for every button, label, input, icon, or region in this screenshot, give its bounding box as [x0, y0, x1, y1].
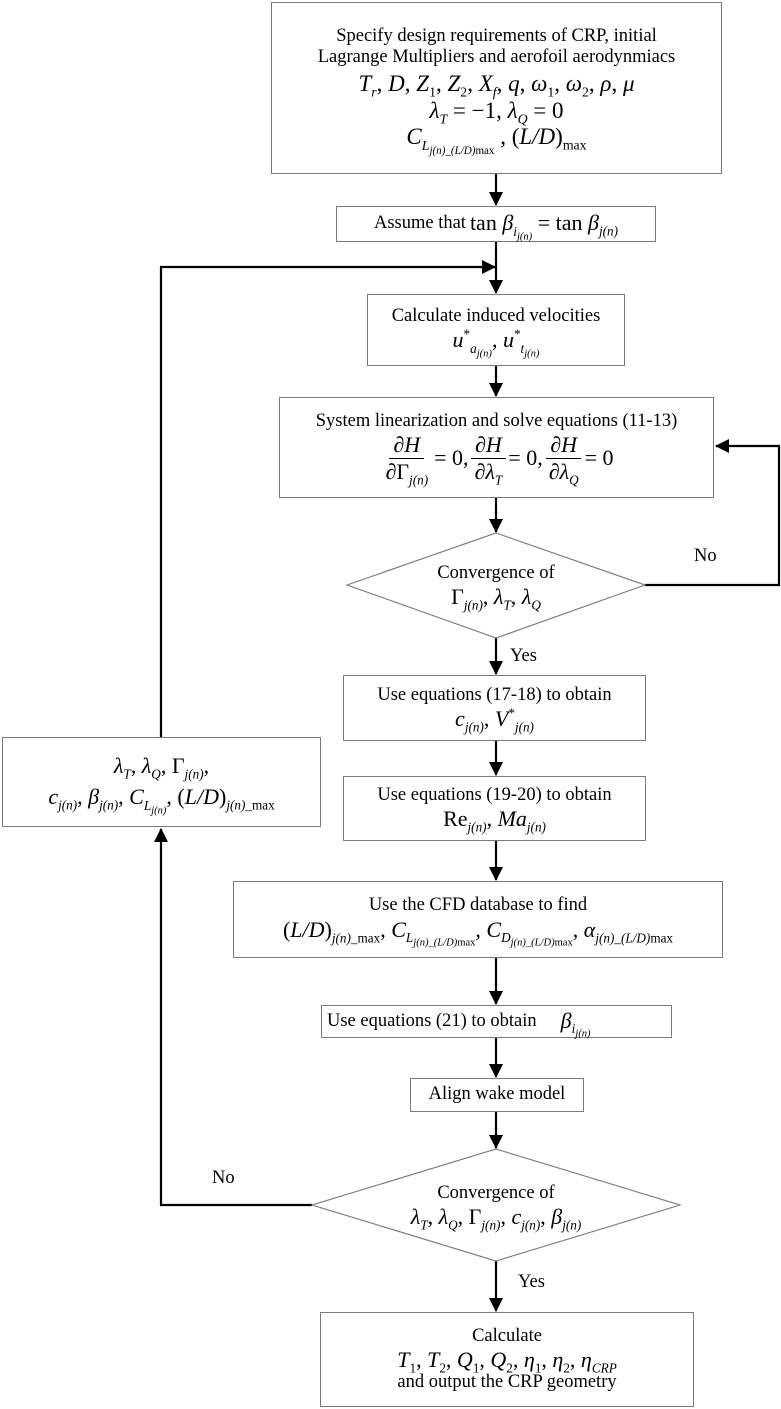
node-convergence-1: Convergence of Γj(n), λT, λQ [380, 548, 612, 624]
update-math2: cj(n), βj(n), CLj(n), (L/D)j(n)_max [48, 784, 275, 817]
node-induced-velocities: Calculate induced velocities u*aj(n), u*… [367, 294, 625, 366]
induced-math: u*aj(n), u*tj(n) [452, 326, 540, 360]
eq1920-math: Rej(n), Maj(n) [443, 806, 546, 835]
decision-diamond-conv1 [345, 532, 647, 639]
eq1920-text: Use equations (19-20) to obtain [377, 785, 612, 806]
node-eq19-20: Use equations (19-20) to obtain Rej(n), … [343, 776, 646, 841]
conv2-text: Convergence of [437, 1182, 555, 1203]
conv1-no-label: No [694, 546, 717, 566]
cfd-text: Use the CFD database to find [368, 895, 588, 916]
specify-line1: Specify design requirements of CRP, init… [336, 25, 657, 46]
specify-line2: Lagrange Multipliers and aerofoil aerody… [317, 46, 676, 67]
linearize-text: System linearization and solve equations… [315, 411, 678, 432]
arrow-conv1-no-loop [645, 439, 781, 587]
specify-multipliers: λT = −1, λQ = 0 [429, 97, 564, 127]
calc-line1: Calculate [472, 1325, 542, 1346]
decision-diamond-conv2 [310, 1148, 682, 1262]
conv1-text: Convergence of [437, 562, 555, 583]
specify-aero: CLj(n)_(L/D)max , (L/D)max [406, 123, 587, 157]
conv2-no-label: No [212, 1168, 235, 1188]
specify-params: Tr, D, Z1, Z2, Xf, q, ω1, ω2, ρ, μ [358, 71, 635, 100]
node-calculate-output: Calculate T1, T2, Q1, Q2, η1, η2, ηCRP a… [320, 1312, 694, 1407]
conv2-math: λT, λQ, Γj(n), cj(n), βj(n) [410, 1203, 582, 1233]
node-eq21: Use equations (21) to obtain βij(n) [321, 1005, 672, 1041]
calc-line3: and output the CRP geometry [397, 1372, 617, 1393]
node-eq17-18: Use equations (17-18) to obtain cj(n), V… [343, 675, 646, 741]
eq1718-math: cj(n), V*j(n) [455, 705, 534, 735]
node-cfd-database: Use the CFD database to find (L/D)j(n)_m… [233, 881, 723, 958]
cfd-math: (L/D)j(n)_max, CLj(n)_(L/D)max, CDj(n)_(… [282, 916, 674, 949]
conv1-math: Γj(n), λT, λQ [451, 583, 541, 613]
node-update-variables: λT, λQ, Γj(n), cj(n), βj(n), CLj(n), (L/… [2, 737, 321, 827]
induced-text: Calculate induced velocities [391, 305, 601, 326]
eq21-math: βij(n) [560, 1007, 591, 1041]
eq1718-text: Use equations (17-18) to obtain [377, 684, 612, 705]
wake-text: Align wake model [428, 1084, 566, 1105]
update-math1: λT, λQ, Γj(n), [113, 752, 210, 782]
assume-text: Assume that [373, 213, 466, 234]
linearize-math: ∂H∂Γj(n) = 0, ∂H∂λT = 0, ∂H∂λQ = 0 [385, 432, 614, 488]
node-specify: Specify design requirements of CRP, init… [271, 2, 722, 174]
conv2-yes-label: Yes [518, 1272, 545, 1292]
conv1-yes-label: Yes [510, 646, 537, 666]
arrow-update-loop [159, 260, 496, 737]
node-linearize: System linearization and solve equations… [279, 397, 714, 498]
assume-math: tan βij(n) = tan βj(n) [469, 210, 619, 243]
eq21-text: Use equations (21) to obtain [327, 1010, 537, 1031]
node-align-wake: Align wake model [410, 1078, 584, 1112]
node-convergence-2: Convergence of λT, λQ, Γj(n), cj(n), βj(… [366, 1168, 626, 1244]
arrow-conv2-no-loop [154, 828, 312, 1207]
calc-math: T1, T2, Q1, Q2, η1, η2, ηCRP [397, 1346, 617, 1376]
node-assume: Assume that tan βij(n) = tan βj(n) [336, 206, 656, 242]
